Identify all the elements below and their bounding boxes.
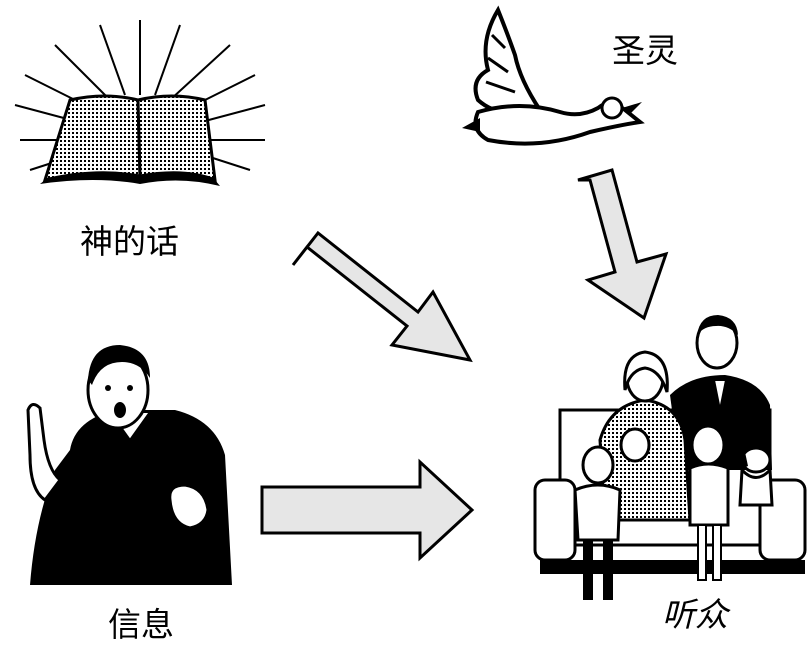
label-audience: 听众	[662, 595, 728, 634]
dove-icon	[462, 5, 645, 146]
label-holy-spirit: 圣灵	[612, 31, 678, 70]
arrow-spirit-to-audience	[577, 168, 669, 321]
arrow-message-to-audience	[260, 458, 475, 562]
label-message: 信息	[108, 605, 174, 644]
preacher-icon	[26, 345, 232, 585]
label-word-of-god: 神的话	[80, 222, 179, 261]
family-audience-icon	[533, 315, 807, 600]
open-bible-icon	[14, 20, 266, 186]
arrow-word-to-audience	[291, 230, 473, 363]
